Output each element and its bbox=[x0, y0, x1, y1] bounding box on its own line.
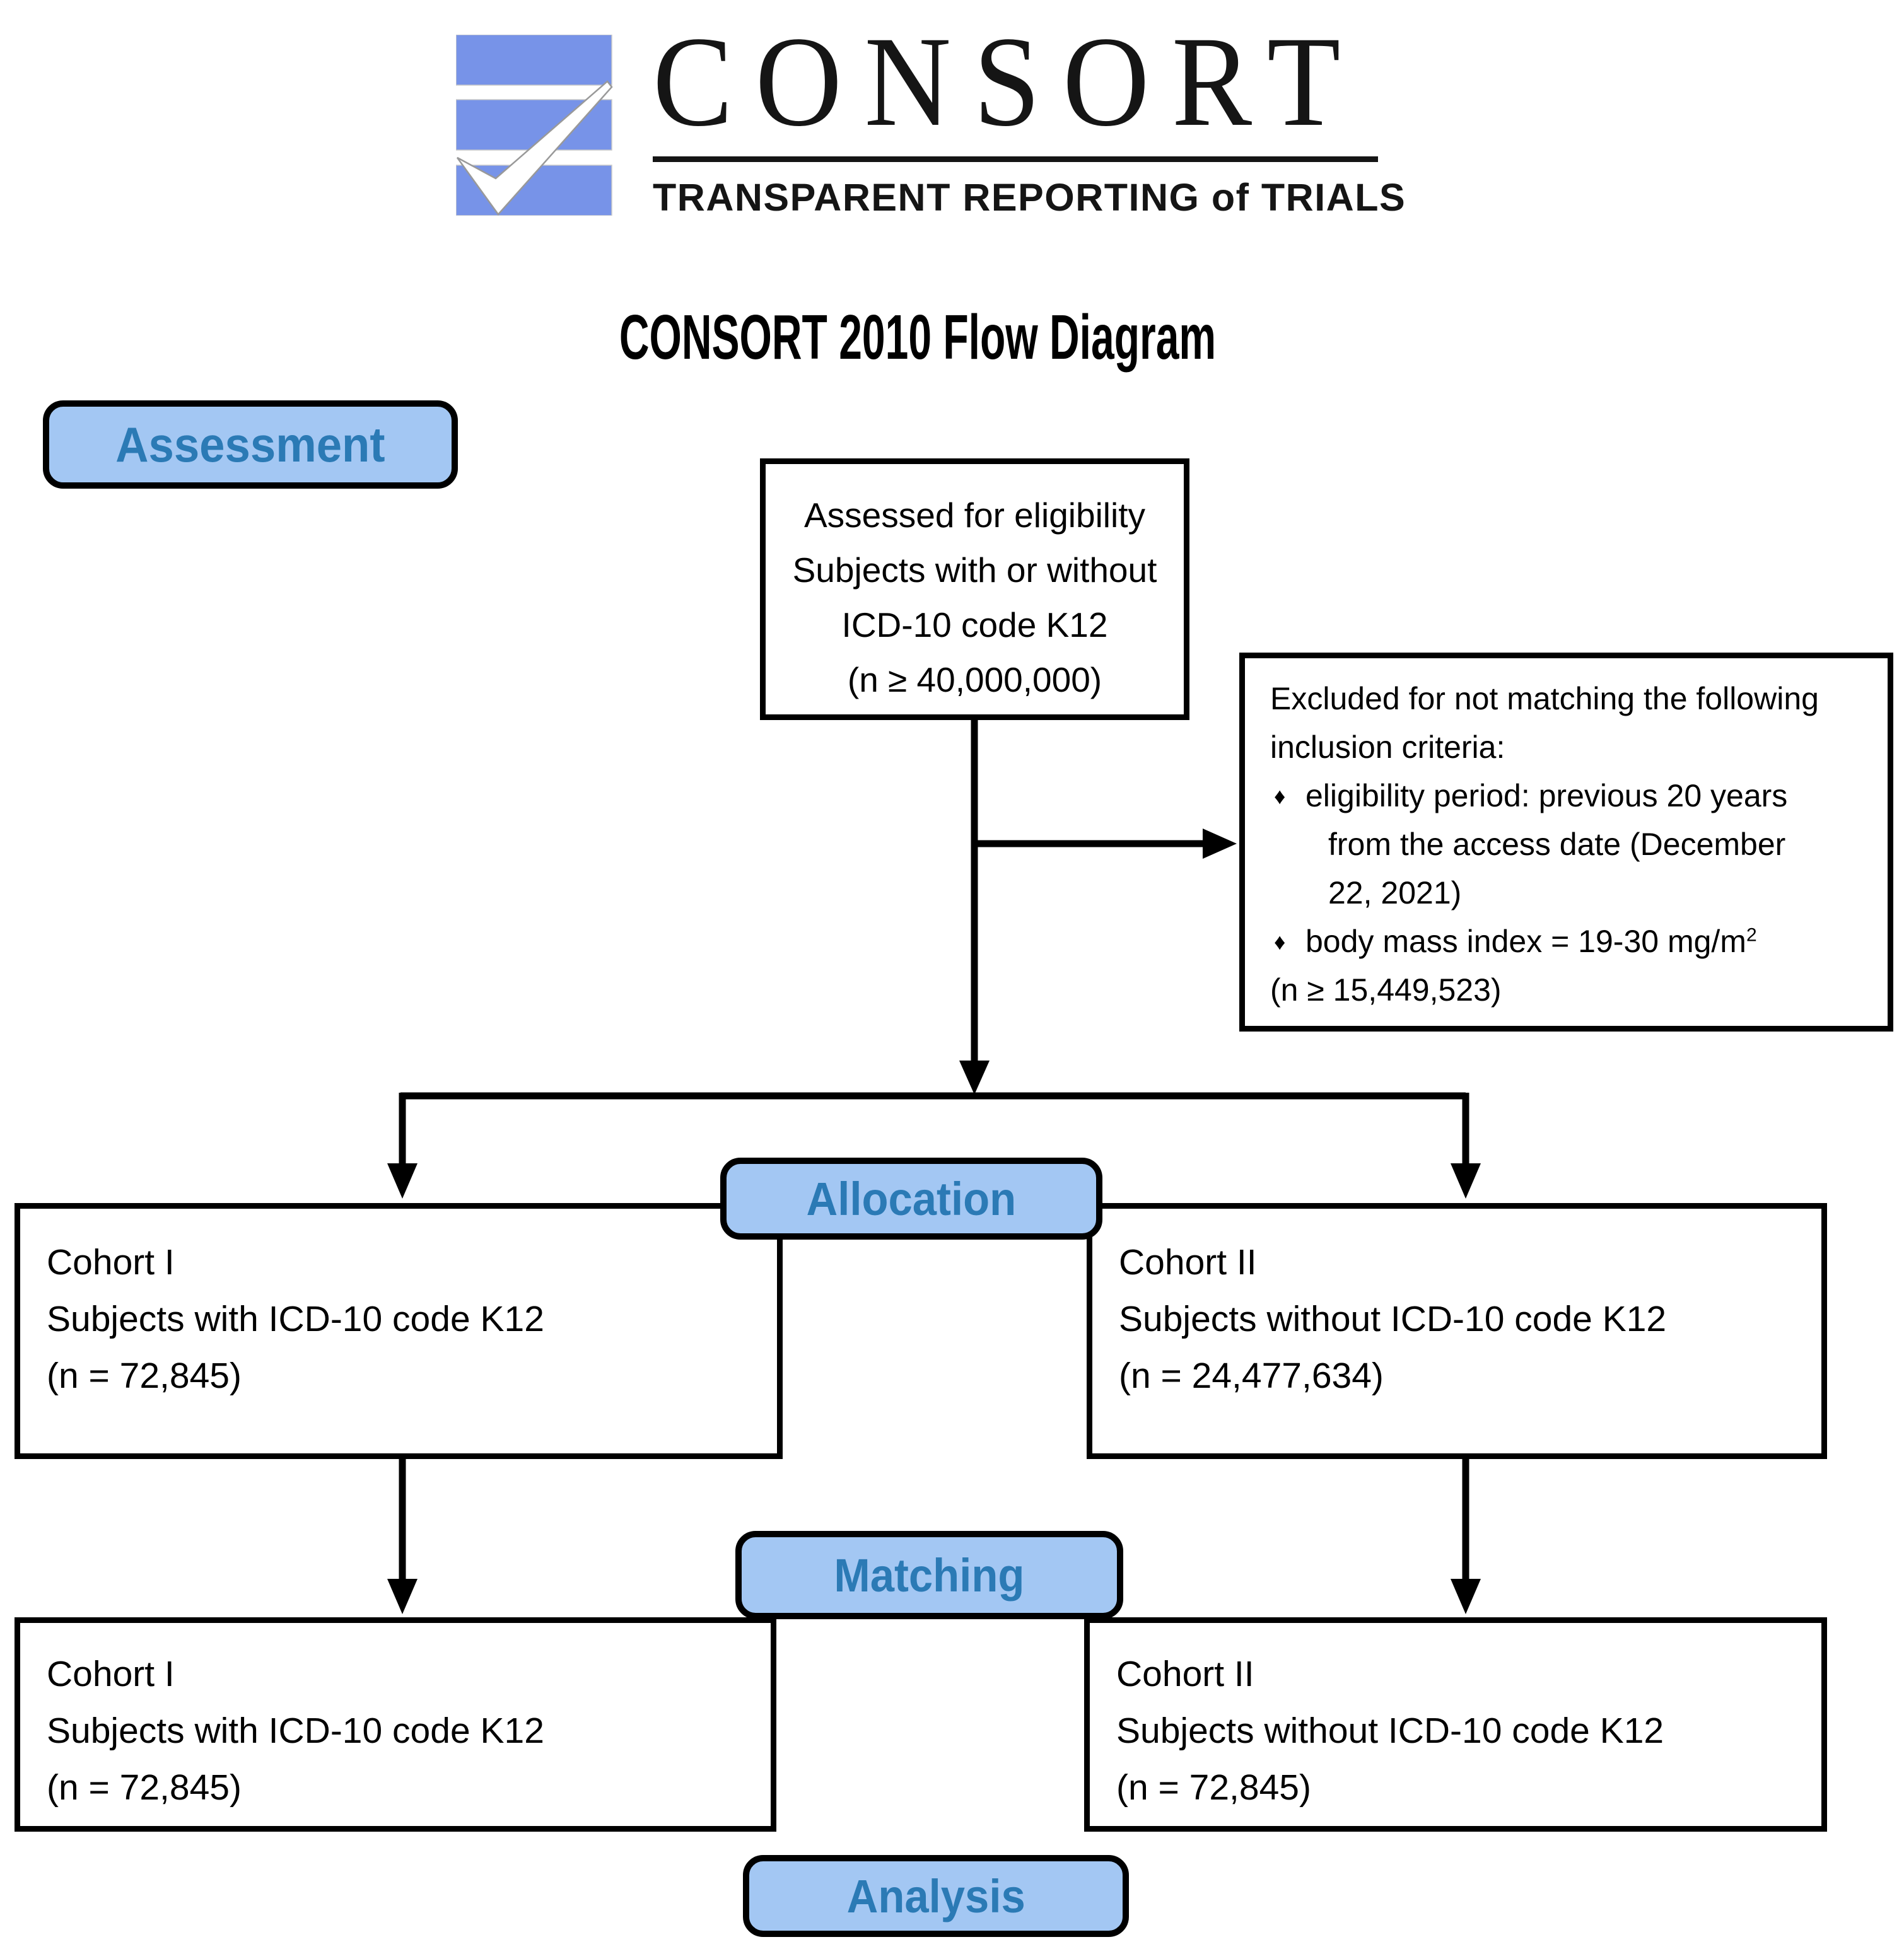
cohort-description: Subjects with ICD-10 code K12 bbox=[47, 1711, 544, 1751]
excluded-box: Excluded for not matching the following … bbox=[1239, 653, 1893, 1032]
assessed-line: Assessed for eligibility bbox=[803, 496, 1146, 535]
arrowhead-left-to-matching bbox=[387, 1579, 418, 1614]
excluded-n-line: (n ≥ 15,449,523) bbox=[1270, 972, 1502, 1008]
stage-label-allocation: Allocation bbox=[720, 1158, 1102, 1240]
page-title: CONSORT 2010 Flow Diagram bbox=[619, 302, 1217, 373]
cohort-title: Cohort II bbox=[1119, 1242, 1257, 1282]
cohort-description: Subjects without ICD-10 code K12 bbox=[1119, 1299, 1667, 1339]
matching-cohort2-box: Cohort II Subjects without ICD-10 code K… bbox=[1084, 1617, 1827, 1832]
logo-tagline: TRANSPARENT REPORTING of TRIALS bbox=[653, 176, 1406, 219]
assessed-line: ICD-10 code K12 bbox=[841, 605, 1108, 644]
matching-cohort1-box: Cohort I Subjects with ICD-10 code K12 (… bbox=[15, 1617, 776, 1832]
excluded-bullet-continuation: from the access date (December bbox=[1328, 827, 1786, 862]
cohort-title: Cohort I bbox=[47, 1242, 175, 1282]
assessed-line: Subjects with or without bbox=[792, 550, 1157, 590]
cohort-description: Subjects with ICD-10 code K12 bbox=[47, 1299, 544, 1339]
cohort-title: Cohort I bbox=[47, 1654, 175, 1694]
logo-checkmark bbox=[456, 80, 613, 216]
excluded-intro-line: inclusion criteria: bbox=[1270, 730, 1505, 765]
cohort-n: (n = 72,845) bbox=[47, 1767, 242, 1808]
arrowhead-branch-left bbox=[387, 1163, 418, 1199]
excluded-intro-line: Excluded for not matching the following bbox=[1270, 681, 1819, 716]
excluded-bullet-item: ♦ eligibility period: previous 20 years bbox=[1270, 772, 1879, 820]
stage-label-assessment: Assessment bbox=[43, 400, 458, 489]
arrowhead-right-to-matching bbox=[1451, 1579, 1481, 1614]
arrowhead-to-excluded bbox=[1203, 829, 1237, 859]
excluded-bullet-item: ♦ body mass index = 19-30 mg/m2 bbox=[1270, 917, 1879, 966]
cohort-n: (n = 72,845) bbox=[47, 1356, 242, 1396]
diamond-bullet-icon: ♦ bbox=[1274, 929, 1286, 955]
arrowhead-branch-right bbox=[1451, 1163, 1481, 1199]
assessed-line: (n ≥ 40,000,000) bbox=[847, 660, 1102, 699]
cohort-description: Subjects without ICD-10 code K12 bbox=[1116, 1711, 1664, 1751]
allocation-cohort1-box: Cohort I Subjects with ICD-10 code K12 (… bbox=[15, 1203, 783, 1459]
superscript-2: 2 bbox=[1746, 924, 1757, 946]
cohort-title: Cohort II bbox=[1116, 1654, 1254, 1694]
arrowhead-assessed-down bbox=[959, 1061, 990, 1095]
assessed-eligibility-box: Assessed for eligibility Subjects with o… bbox=[760, 458, 1189, 720]
cohort-n: (n = 72,845) bbox=[1116, 1767, 1311, 1808]
excluded-bullet-text: body mass index = 19-30 mg/m2 bbox=[1305, 924, 1757, 959]
stage-label-matching: Matching bbox=[735, 1531, 1123, 1619]
diamond-bullet-icon: ♦ bbox=[1274, 783, 1286, 809]
allocation-cohort2-box: Cohort II Subjects without ICD-10 code K… bbox=[1087, 1203, 1827, 1459]
logo-bar-top bbox=[456, 35, 612, 86]
cohort-n: (n = 24,477,634) bbox=[1119, 1356, 1384, 1396]
excluded-bullet-text: eligibility period: previous 20 years bbox=[1305, 778, 1788, 813]
stage-label-analysis: Analysis bbox=[743, 1855, 1129, 1937]
logo-wordmark: CONSORT bbox=[653, 10, 1363, 153]
logo-rule bbox=[653, 156, 1378, 162]
excluded-bullet-continuation: 22, 2021) bbox=[1328, 875, 1462, 910]
consort-checkmark-icon bbox=[456, 35, 613, 216]
